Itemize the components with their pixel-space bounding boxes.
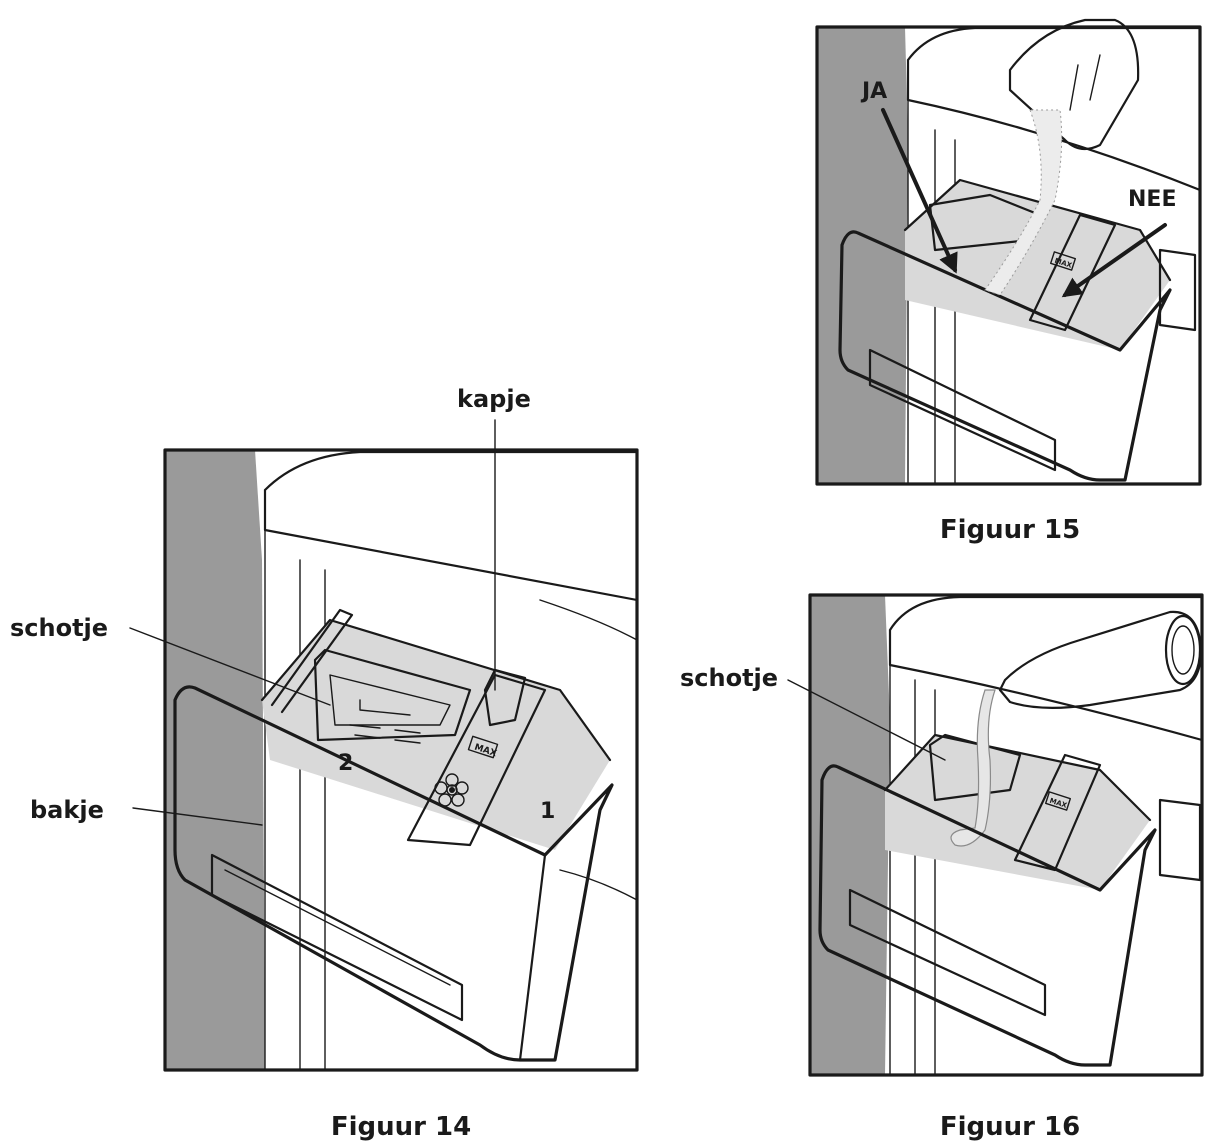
figure-14-body-curves	[539, 599, 638, 901]
figure-16-schotje-insert	[928, 733, 1022, 802]
figure-16-drawer-handle	[848, 888, 1047, 1017]
figure-15-caption: Figuur 15	[940, 515, 1080, 545]
figure-16: MAX schotje Figuur 16	[680, 593, 1204, 1142]
figure-15-max-box	[1049, 251, 1077, 271]
schotje-leader-line	[129, 627, 331, 706]
measuring-cup-icon	[1008, 18, 1140, 151]
ja-arrow	[881, 108, 958, 274]
figure-14-drawer-edge	[518, 853, 547, 1062]
figure-16-max-box	[1044, 791, 1072, 811]
bakje-label: bakje	[30, 796, 104, 824]
figure-16-schotje-label: schotje	[680, 664, 778, 692]
figure-16-control-panel	[1158, 798, 1202, 882]
kapje-label: kapje	[457, 385, 531, 413]
figure-14: MAX kapje schotje bakje 2 1 Figuur 14	[10, 385, 639, 1142]
figure-14-insert-detail	[329, 674, 451, 726]
figure-15-drawer-front	[838, 230, 1172, 482]
figure-14-frame	[163, 448, 639, 1072]
compartment-1-label: 1	[540, 799, 555, 824]
bottle-cap	[1164, 614, 1202, 686]
bakje-leader-line	[132, 807, 263, 826]
figure-15-drawer-handle	[868, 348, 1057, 472]
nee-label: NEE	[1128, 187, 1176, 212]
figure-15-center-divider	[1028, 213, 1117, 332]
figure-16-frame	[808, 593, 1204, 1077]
figure-14-center-divider	[406, 673, 547, 847]
figure-14-schotje-insert	[313, 648, 472, 742]
nee-arrow	[1061, 223, 1167, 298]
bottle-cap-inner	[1171, 625, 1195, 675]
figure-15-control-panel	[1158, 248, 1197, 332]
figure-14-kapje	[483, 668, 527, 727]
figure-15-frame	[815, 25, 1202, 486]
figure-16-wall	[810, 595, 890, 1075]
liquid-stream	[950, 689, 996, 847]
figure-14-left-divider	[270, 608, 354, 714]
figure-15: MAX JA NEE Figuur 15	[815, 18, 1202, 545]
figure-14-top-panel	[263, 450, 639, 602]
ja-label: JA	[860, 79, 887, 104]
figure-14-wall	[165, 450, 265, 1070]
figure-16-drawer-rim	[883, 733, 1152, 822]
figure-14-insert-dashes	[349, 724, 421, 744]
figure-16-caption: Figuur 16	[940, 1112, 1080, 1142]
figure-15-wall	[817, 27, 908, 484]
figure-16-drawer-inside	[885, 735, 1150, 890]
figure-14-drawer-handle	[210, 853, 464, 1022]
powder-stream	[984, 109, 1063, 296]
figure-16-center-divider	[1013, 753, 1102, 872]
figure-14-max-box	[467, 735, 499, 759]
figure-16-top-panel	[888, 595, 1204, 742]
figure-16-schotje-leader-line	[787, 679, 946, 761]
compartment-2-label: 2	[338, 751, 353, 776]
figure-14-drawer-rim	[260, 618, 612, 762]
figure-14-handle-inner	[224, 869, 451, 986]
figure-14-drawer-front	[173, 685, 614, 1062]
measuring-cup-marks	[1069, 54, 1101, 111]
figure-16-drawer-front	[818, 764, 1157, 1067]
schotje-label: schotje	[10, 614, 108, 642]
figure-14-caption: Figuur 14	[331, 1112, 471, 1142]
